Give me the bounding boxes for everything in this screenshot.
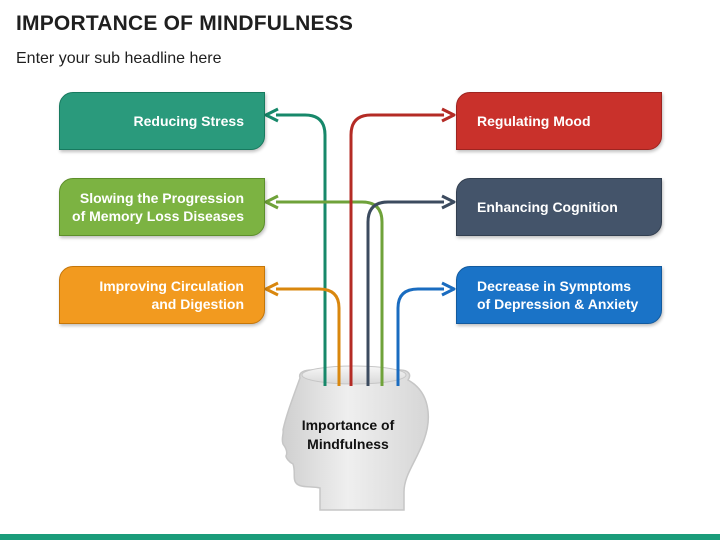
connector-slowing-memory-loss <box>276 200 384 386</box>
connector-regulating-mood <box>349 113 444 386</box>
head-opening <box>301 365 407 385</box>
center-label: Importance of Mindfulness <box>301 417 395 452</box>
benefit-label: Improving Circulation and Digestion <box>99 278 244 312</box>
page-title: IMPORTANCE OF MINDFULNESS <box>16 12 354 35</box>
connector-enhancing-cognition <box>366 200 444 386</box>
connector-decrease-depression-anxiety <box>396 287 444 386</box>
benefit-label: Slowing the Progression of Memory Loss D… <box>72 190 244 224</box>
benefit-box-decrease-depression-anxiety: Decrease in Symptoms of Depression & Anx… <box>456 266 662 324</box>
head-silhouette <box>281 369 430 511</box>
bottom-accent-bar <box>0 534 720 540</box>
benefit-label: Reducing Stress <box>133 113 244 129</box>
benefit-label: Decrease in Symptoms of Depression & Anx… <box>477 278 639 312</box>
connector-lines <box>264 107 456 386</box>
arrowhead-reducing-stress <box>264 107 279 123</box>
page-subtitle: Enter your sub headline here <box>16 50 222 67</box>
benefit-label: Enhancing Cognition <box>477 199 618 215</box>
benefit-box-improving-circulation: Improving Circulation and Digestion <box>59 266 265 324</box>
arrowhead-slowing-memory-loss <box>264 194 279 210</box>
connector-improving-circulation <box>276 287 341 386</box>
benefit-box-slowing-memory-loss: Slowing the Progression of Memory Loss D… <box>59 178 265 236</box>
arrowhead-decrease-depression-anxiety <box>441 281 456 297</box>
arrowhead-enhancing-cognition <box>441 194 456 210</box>
arrowhead-improving-circulation <box>264 281 279 297</box>
arrowhead-regulating-mood <box>441 107 456 123</box>
benefit-label: Regulating Mood <box>477 113 591 129</box>
benefit-box-reducing-stress: Reducing Stress <box>59 92 265 150</box>
benefit-box-enhancing-cognition: Enhancing Cognition <box>456 178 662 236</box>
connector-reducing-stress <box>276 113 327 386</box>
benefit-box-regulating-mood: Regulating Mood <box>456 92 662 150</box>
